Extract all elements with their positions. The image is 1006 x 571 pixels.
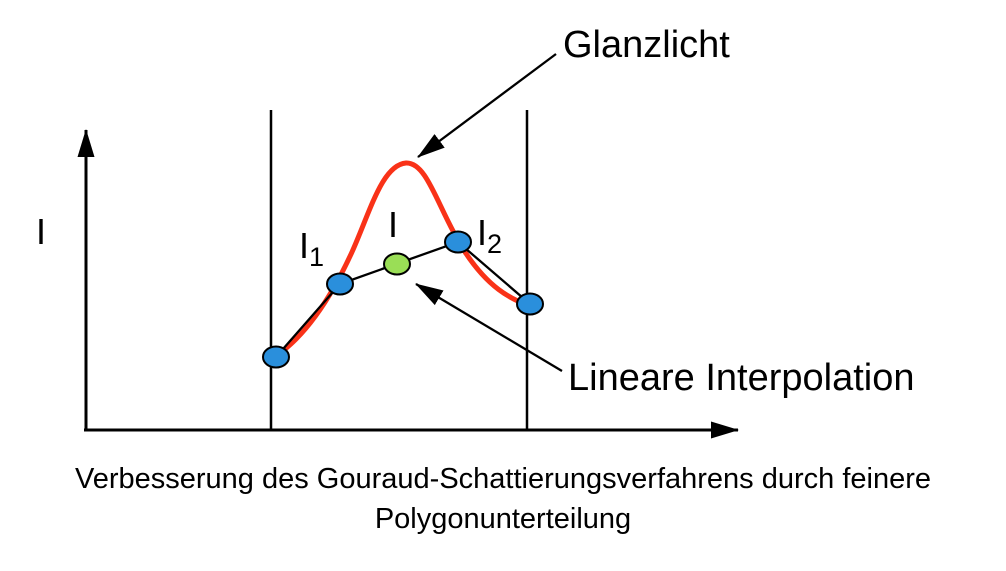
label-i1-main: I <box>299 225 309 266</box>
vertex-point-2 <box>326 272 354 296</box>
interpolated-point <box>383 252 411 276</box>
caption-line-2: Polygonunterteilung <box>375 503 631 535</box>
glanzlicht-arrow <box>417 53 557 158</box>
label-i1-subscript: 1 <box>309 242 324 272</box>
caption-line-1: Verbesserung des Gouraud-Schattierungsve… <box>75 463 931 495</box>
vertex-point-3 <box>444 230 472 254</box>
vertex-point-1 <box>262 345 290 369</box>
label-i2-subscript: 2 <box>487 229 502 259</box>
lineare-interpolation-label: Lineare Interpolation <box>568 357 914 399</box>
label-i1: I1 <box>299 225 324 272</box>
label-i2: I2 <box>477 212 502 259</box>
y-axis-label: I <box>36 211 46 252</box>
label-i-mid: I <box>388 204 398 245</box>
label-i2-main: I <box>477 212 487 253</box>
glanzlicht-label: Glanzlicht <box>563 24 730 66</box>
lineare-interpolation-arrow <box>415 283 563 372</box>
vertex-point-4 <box>516 292 544 316</box>
